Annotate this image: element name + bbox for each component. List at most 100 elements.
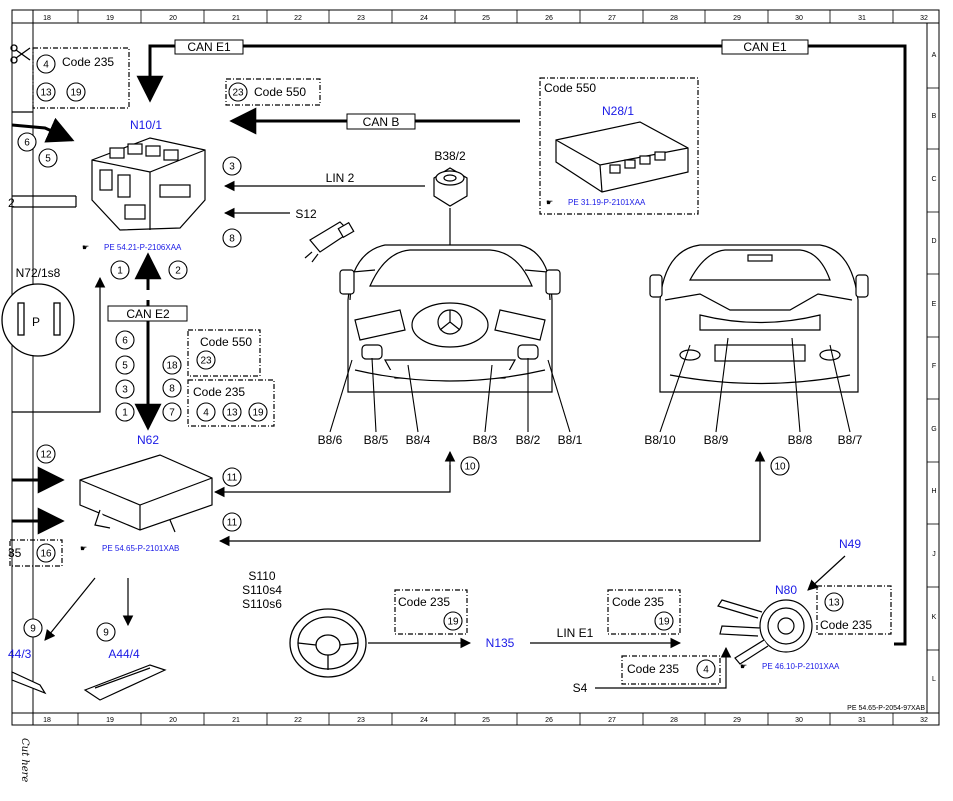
code-box-partial bbox=[9, 539, 63, 567]
circle-c7 bbox=[162, 402, 182, 422]
sensor-B8-4: B8/4 bbox=[406, 433, 431, 447]
left-partial-label: 2 bbox=[8, 196, 15, 210]
s110-label: S110 bbox=[248, 569, 275, 583]
can-e1-label-left-box bbox=[174, 39, 244, 55]
n28-1-module bbox=[555, 121, 689, 193]
grid-col-bottom-28: 28 bbox=[670, 717, 678, 724]
ref-n10-label: PE 54.21-P-2106XAA bbox=[104, 243, 182, 252]
pointing-hand-icon: ☛ bbox=[82, 243, 89, 252]
s110s4-label: S110s4 bbox=[242, 583, 282, 597]
code-box-n28 bbox=[539, 77, 699, 215]
circle-c1a bbox=[110, 260, 130, 280]
circle-label-c9b: 9 bbox=[103, 628, 109, 639]
circle-label-c8b: 8 bbox=[169, 384, 175, 395]
s12-switch bbox=[304, 221, 355, 263]
code-l-text: Code 235 bbox=[627, 662, 679, 676]
code-k1-text: Code 235 bbox=[398, 595, 450, 609]
sensor-B8-8: B8/8 bbox=[788, 433, 813, 447]
grid-col-bottom-27: 27 bbox=[608, 717, 616, 724]
circle-label-c23b: 23 bbox=[200, 356, 212, 367]
circle-label-c6a: 6 bbox=[24, 138, 30, 149]
n62-to-a44-3 bbox=[44, 577, 96, 641]
s4-line bbox=[595, 646, 732, 689]
circle-c23a bbox=[228, 82, 248, 102]
pointing-hand-icon: ☛ bbox=[740, 662, 747, 671]
ref-n62-label: PE 54.65-P-2101XAB bbox=[102, 544, 179, 553]
sensor-B8-5: B8/5 bbox=[364, 433, 389, 447]
n72-line bbox=[12, 276, 106, 413]
circle-label-c1b: 1 bbox=[122, 408, 128, 419]
a44-3-part bbox=[11, 671, 47, 695]
can-e2-label-box bbox=[107, 305, 188, 322]
circle-c3a bbox=[222, 156, 242, 176]
circle-c19c bbox=[443, 611, 463, 631]
n72-switch: P bbox=[1, 283, 75, 357]
circle-label-c19d: 19 bbox=[658, 617, 670, 628]
grid-col-26: 26 bbox=[545, 15, 553, 22]
b38-2-sensor bbox=[433, 167, 468, 207]
grid-col-20: 20 bbox=[169, 15, 177, 22]
circle-c4b bbox=[196, 402, 216, 422]
circle-label-c13b: 13 bbox=[226, 408, 238, 419]
sensor-B8-6: B8/6 bbox=[318, 433, 343, 447]
circle-c5a bbox=[38, 148, 58, 168]
reference-n80: ☛ PE 46.10-P-2101XAA bbox=[740, 662, 840, 671]
code-a-text: Code 235 bbox=[62, 55, 114, 69]
circle-c5b bbox=[115, 355, 135, 375]
grid-row-H: H bbox=[931, 488, 936, 495]
line-11-top bbox=[213, 465, 451, 498]
grid-row-B: B bbox=[932, 113, 937, 120]
circle-label-c13a: 13 bbox=[40, 88, 52, 99]
grid-row-K: K bbox=[932, 614, 937, 621]
code-box-f bbox=[187, 379, 275, 427]
a44-4-label: A44/4 bbox=[108, 647, 140, 661]
code-box-k1 bbox=[394, 589, 468, 635]
grid-col-bottom-29: 29 bbox=[733, 717, 741, 724]
code-b-text: Code 550 bbox=[254, 85, 306, 99]
s4-label: S4 bbox=[573, 681, 588, 695]
circle-label-c5a: 5 bbox=[45, 154, 51, 165]
circle-label-c23a: 23 bbox=[232, 88, 244, 99]
circle-c4 bbox=[36, 54, 56, 74]
can-e1-label-left: CAN E1 bbox=[187, 40, 231, 54]
code-n28-text: Code 550 bbox=[544, 81, 596, 95]
cut-here-label: Cut here bbox=[19, 738, 30, 782]
sensor-B8-1: B8/1 bbox=[558, 433, 583, 447]
grid-col-19: 19 bbox=[106, 15, 114, 22]
grid-col-24: 24 bbox=[420, 15, 428, 22]
grid-col-bottom-18: 18 bbox=[43, 717, 51, 724]
n49-arrow bbox=[807, 555, 846, 591]
scissors-icon bbox=[10, 44, 31, 64]
n28-1-label: N28/1 bbox=[602, 104, 634, 118]
grid-row-A: A bbox=[932, 52, 937, 59]
left-arrow-n10 bbox=[11, 117, 75, 143]
pointing-hand-icon: ☛ bbox=[546, 198, 553, 207]
grid-col-bottom-26: 26 bbox=[545, 717, 553, 724]
circle-c13c bbox=[824, 592, 844, 612]
grid-col-bottom-30: 30 bbox=[795, 717, 803, 724]
grid-col-29: 29 bbox=[733, 15, 741, 22]
grid-col-bottom-24: 24 bbox=[420, 717, 428, 724]
circle-c13a bbox=[36, 82, 56, 102]
code-box-a bbox=[32, 47, 130, 109]
sensor-leader-lines bbox=[329, 337, 851, 433]
lin-e1-label: LIN E1 bbox=[557, 626, 594, 640]
sensor-B8-10: B8/10 bbox=[644, 433, 676, 447]
n72-label: N72/1s8 bbox=[16, 266, 61, 280]
circle-label-c16: 16 bbox=[40, 549, 52, 560]
code-box-e bbox=[187, 329, 261, 377]
circle-label-c19a: 19 bbox=[70, 88, 82, 99]
grid-row-F: F bbox=[932, 363, 936, 370]
grid-col-18: 18 bbox=[43, 15, 51, 22]
circle-c19a bbox=[66, 82, 86, 102]
grid-col-32: 32 bbox=[920, 15, 928, 22]
reference-n28: ☛ PE 31.19-P-2101XAA bbox=[546, 198, 646, 207]
grid-col-bottom-22: 22 bbox=[294, 717, 302, 724]
grid-col-bottom-19: 19 bbox=[106, 717, 114, 724]
front-car-illustration bbox=[339, 244, 561, 393]
grid-col-bottom-20: 20 bbox=[169, 717, 177, 724]
circle-c23b bbox=[196, 350, 216, 370]
